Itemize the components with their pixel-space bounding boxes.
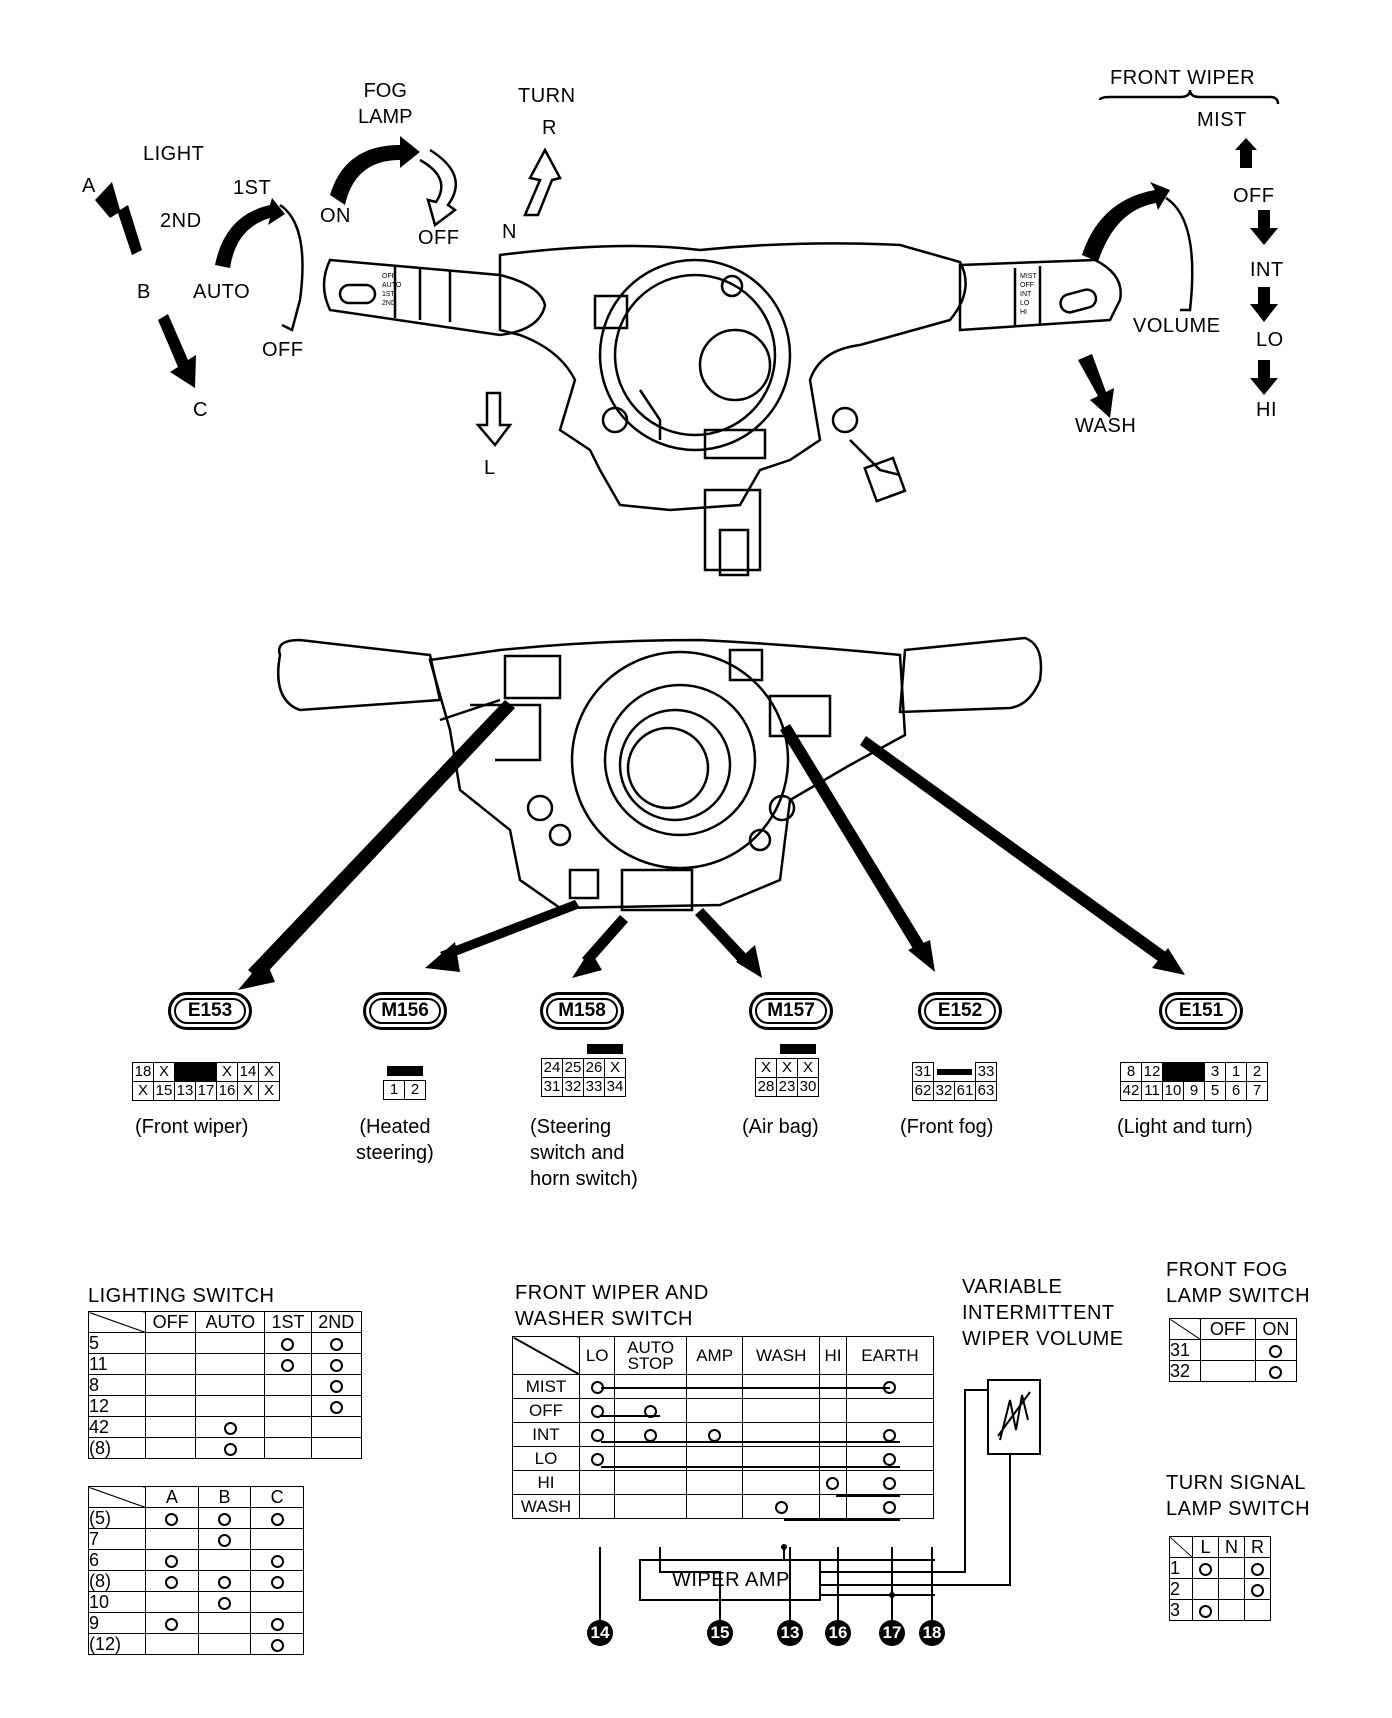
svg-text:AUTO: AUTO: [382, 282, 402, 289]
svg-text:OFF: OFF: [1020, 282, 1034, 289]
terminal-14: 14: [587, 1620, 613, 1646]
wiper-amp-label: WIPER AMP.: [672, 1569, 794, 1591]
wiper-switch-title: FRONT WIPER AND WASHER SWITCH: [515, 1282, 709, 1330]
connector-e153-badge: E153: [168, 992, 252, 1030]
a-label: A: [82, 175, 96, 197]
svg-text:1ST: 1ST: [382, 291, 396, 298]
m158-caption: (Steering switch and horn switch): [530, 1116, 638, 1190]
terminal-16: 16: [825, 1620, 851, 1646]
terminal-18: 18: [919, 1620, 945, 1646]
int-label: INT: [1250, 259, 1284, 281]
svg-text:MIST: MIST: [1020, 273, 1037, 280]
terminal-15: 15: [707, 1620, 733, 1646]
terminal-13: 13: [777, 1620, 803, 1646]
svg-text:OFF: OFF: [382, 273, 396, 280]
lo-label: LO: [1256, 329, 1284, 351]
b-label: B: [137, 281, 151, 303]
r-label: R: [542, 117, 557, 139]
lighting-switch-title: LIGHTING SWITCH: [88, 1285, 275, 1307]
on-label: ON: [320, 205, 351, 227]
m157-caption: (Air bag): [742, 1116, 819, 1138]
connector-m157-badge: M157: [749, 992, 833, 1030]
wash-label: WASH: [1075, 415, 1137, 437]
mist-label: MIST: [1197, 109, 1247, 131]
e151-caption: (Light and turn): [1117, 1116, 1253, 1138]
connector-m156-badge: M156: [363, 992, 447, 1030]
n-label: N: [502, 221, 517, 243]
second-label: 2ND: [160, 210, 202, 232]
first-label: 1ST: [233, 177, 272, 199]
auto-label: AUTO: [193, 281, 251, 303]
turn-switch-title: TURN SIGNAL LAMP SWITCH: [1166, 1472, 1311, 1520]
connector-m158-badge: M158: [540, 992, 624, 1030]
svg-text:LO: LO: [1020, 300, 1030, 307]
light-label: LIGHT: [143, 143, 205, 165]
terminal-17: 17: [879, 1620, 905, 1646]
svg-text:2ND: 2ND: [382, 300, 396, 307]
off-light-label: OFF: [262, 339, 304, 361]
svg-text:HI: HI: [1020, 309, 1027, 316]
l-label: L: [484, 457, 496, 479]
e152-caption: (Front fog): [900, 1116, 994, 1138]
off-fog-label: OFF: [418, 227, 460, 249]
turn-label: TURN: [518, 85, 576, 107]
front-wiper-label: FRONT WIPER: [1110, 67, 1256, 89]
fog-lamp-label: FOG LAMP: [358, 80, 413, 128]
hi-label: HI: [1256, 399, 1277, 421]
fog-switch-title: FRONT FOG LAMP SWITCH: [1166, 1259, 1311, 1307]
connector-e152-badge: E152: [918, 992, 1002, 1030]
volume-label: VOLUME: [1133, 315, 1221, 337]
m156-caption: (Heated steering): [356, 1116, 434, 1164]
c-label: C: [193, 399, 208, 421]
svg-text:INT: INT: [1020, 291, 1032, 298]
connector-e151-badge: E151: [1159, 992, 1243, 1030]
e153-caption: (Front wiper): [135, 1116, 249, 1138]
off-wiper-label: OFF: [1233, 185, 1275, 207]
wiper-volume-label: VARIABLE INTERMITTENT WIPER VOLUME: [962, 1276, 1124, 1350]
